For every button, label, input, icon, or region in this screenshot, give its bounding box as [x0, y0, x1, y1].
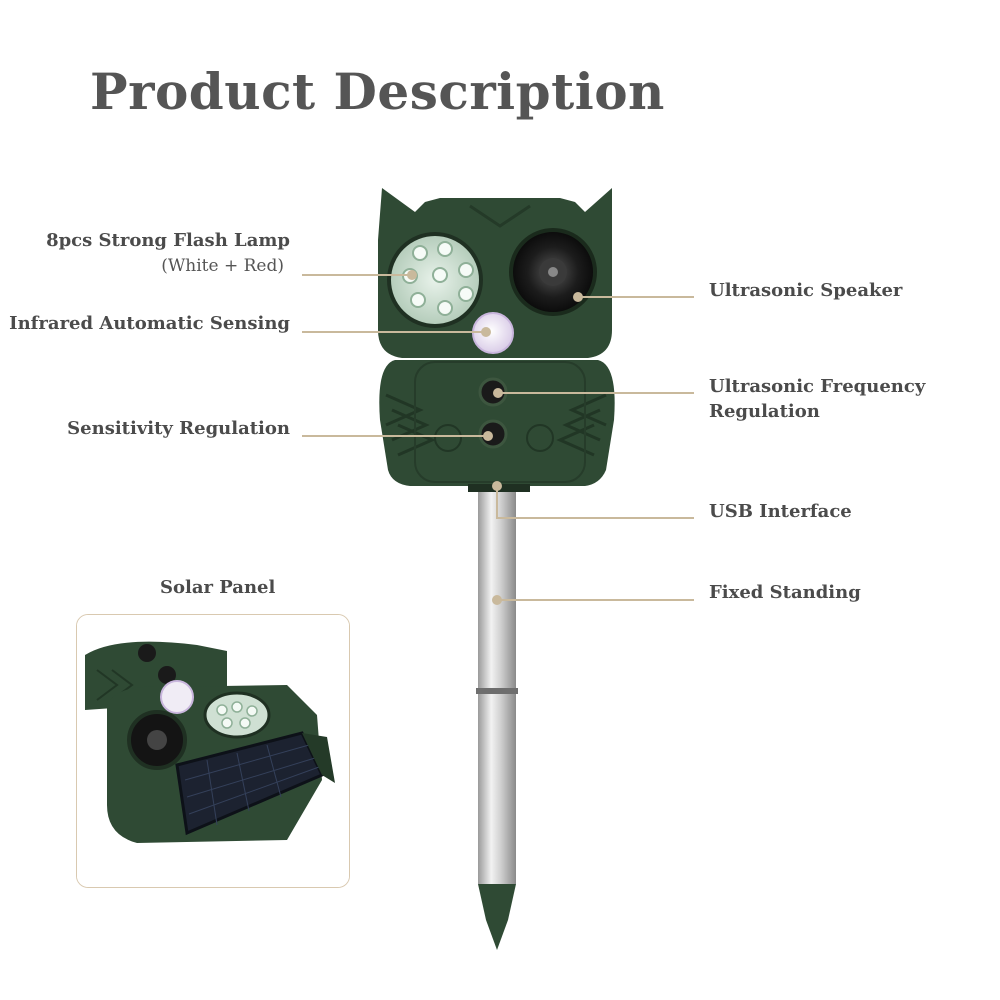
flash-lamp-label: 8pcs Strong Flash Lamp [46, 230, 290, 251]
solar-panel-inset [76, 614, 350, 888]
ultrasonic-speaker-label: Ultrasonic Speaker [709, 280, 903, 301]
page-title: Product Description [90, 62, 665, 121]
solar-panel-illustration [77, 615, 349, 887]
owl-head [378, 188, 612, 358]
sensitivity-label: Sensitivity Regulation [67, 418, 290, 439]
leader-lines [302, 274, 694, 601]
solar-panel-label: Solar Panel [160, 577, 276, 598]
usb-label: USB Interface [709, 501, 852, 522]
owl-body [379, 360, 615, 492]
stake-pole [476, 490, 518, 950]
infrared-label: Infrared Automatic Sensing [9, 313, 290, 334]
flash-lamp-sublabel: (White + Red) [161, 256, 284, 276]
leader-dots [407, 270, 583, 605]
frequency-label-line2: Regulation [709, 401, 820, 422]
fixed-standing-label: Fixed Standing [709, 582, 861, 603]
frequency-label-line1: Ultrasonic Frequency [709, 376, 926, 397]
